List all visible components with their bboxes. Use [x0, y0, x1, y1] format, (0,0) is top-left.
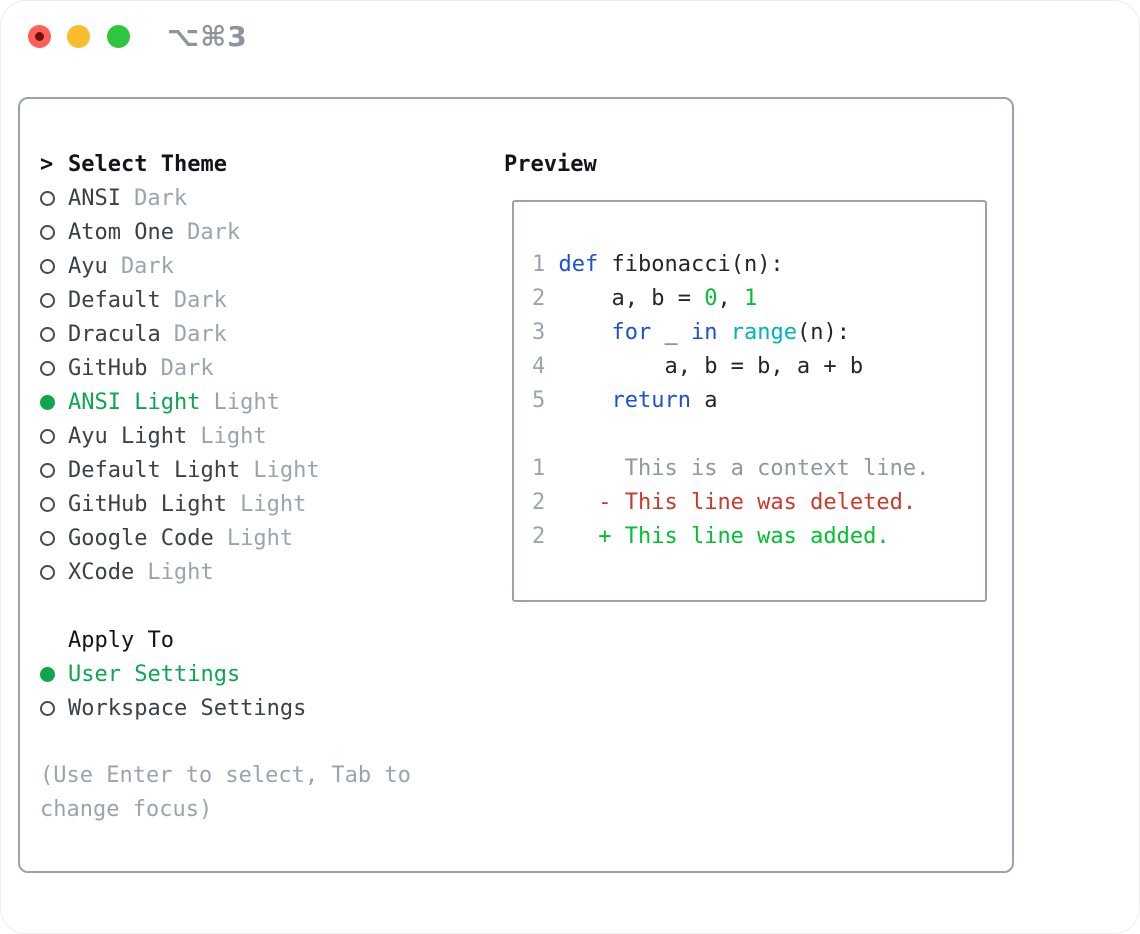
close-dot-icon: [35, 32, 44, 41]
radio-icon: [40, 496, 55, 512]
radio-icon: [40, 530, 55, 546]
code-line: 4 a, b = b, a + b: [532, 354, 864, 379]
theme-option[interactable]: Dracula Dark: [40, 317, 488, 351]
code-line: 5 return a: [532, 388, 718, 413]
code-sample: 1 def fibonacci(n): 2 a, b = 0, 1 3 for _ …: [532, 248, 967, 554]
theme-option-label: ANSI: [68, 185, 121, 211]
theme-option-label: Default: [68, 287, 161, 313]
theme-option[interactable]: GitHub Light Light: [40, 487, 488, 521]
theme-option[interactable]: Atom One Dark: [40, 215, 488, 249]
theme-option[interactable]: Ayu Dark: [40, 249, 488, 283]
code-line: 2 + This line was added.: [532, 524, 890, 549]
select-theme-header-row: > Select Theme: [40, 147, 488, 181]
theme-option-label: XCode: [68, 559, 135, 585]
theme-option-variant: Dark: [187, 219, 241, 245]
apply-to-header: Apply To: [68, 627, 174, 653]
main-panel: > Select Theme ANSI Dark Atom One Dark A…: [18, 97, 1014, 873]
select-theme-header: Select Theme: [68, 151, 227, 177]
theme-option-variant: Dark: [173, 321, 227, 347]
theme-selector: > Select Theme ANSI Dark Atom One Dark A…: [40, 147, 488, 827]
theme-option-label: ANSI Light: [68, 389, 201, 415]
theme-option-label: Ayu: [68, 253, 108, 279]
theme-option-variant: Light: [240, 491, 307, 517]
theme-option-variant: Dark: [134, 185, 188, 211]
theme-option-variant: Dark: [120, 253, 174, 279]
theme-option[interactable]: Ayu Light Light: [40, 419, 488, 453]
radio-icon: [40, 666, 55, 682]
code-line: 2 - This line was deleted.: [532, 490, 917, 515]
window-title: ⌥⌘3: [167, 20, 248, 53]
radio-icon: [40, 564, 55, 580]
radio-icon: [40, 394, 55, 410]
help-text: (Use Enter to select, Tab to change focu…: [40, 763, 411, 822]
preview-header-row: Preview: [504, 147, 987, 181]
radio-icon: [40, 292, 55, 308]
theme-option-label: Default Light: [68, 457, 241, 483]
theme-option-variant: Dark: [160, 355, 214, 381]
code-line: [532, 418, 967, 452]
radio-icon: [40, 224, 55, 240]
radio-icon: [40, 190, 55, 206]
apply-to-option[interactable]: User Settings: [40, 657, 488, 691]
code-line: 2 a, b = 0, 1: [532, 286, 758, 311]
radio-icon: [40, 326, 55, 342]
preview-box: 1 def fibonacci(n): 2 a, b = 0, 1 3 for _ …: [512, 200, 987, 602]
theme-option-label: Google Code: [68, 525, 214, 551]
preview-section: Preview 1 def fibonacci(n): 2 a, b = 0, 1…: [504, 147, 987, 602]
theme-option-label: GitHub Light: [68, 491, 227, 517]
close-button[interactable]: [28, 25, 51, 48]
theme-option-label: Atom One: [68, 219, 174, 245]
radio-icon: [40, 428, 55, 444]
code-line: 3 for _ in range(n):: [532, 320, 850, 345]
minimize-button[interactable]: [67, 25, 90, 48]
code-line: 1 def fibonacci(n):: [532, 252, 784, 277]
spacer: [40, 589, 488, 623]
apply-to-option-label: User Settings: [68, 661, 241, 687]
radio-icon: [40, 258, 55, 274]
maximize-button[interactable]: [107, 25, 130, 48]
apply-to-option[interactable]: Workspace Settings: [40, 691, 488, 725]
theme-option-label: Ayu Light: [68, 423, 188, 449]
theme-option-variant: Light: [253, 457, 320, 483]
radio-icon: [40, 462, 55, 478]
apply-to-list: User Settings Workspace Settings: [40, 657, 488, 725]
theme-option-variant: Light: [213, 389, 280, 415]
radio-icon: [40, 360, 55, 376]
apply-to-option-label: Workspace Settings: [68, 695, 307, 721]
theme-list: ANSI Dark Atom One Dark Ayu Dark Default…: [40, 181, 488, 589]
theme-option[interactable]: Google Code Light: [40, 521, 488, 555]
theme-option-variant: Light: [226, 525, 294, 551]
theme-option[interactable]: Default Dark: [40, 283, 488, 317]
theme-option-label: Dracula: [68, 321, 161, 347]
theme-option[interactable]: Default Light Light: [40, 453, 488, 487]
theme-option[interactable]: ANSI Light Light: [40, 385, 488, 419]
theme-option-label: GitHub: [68, 355, 148, 381]
theme-option-variant: Light: [147, 559, 214, 585]
theme-option[interactable]: ANSI Dark: [40, 181, 488, 215]
cursor-indicator: >: [40, 151, 54, 177]
theme-option[interactable]: XCode Light: [40, 555, 488, 589]
radio-icon: [40, 700, 55, 716]
preview-header: Preview: [504, 151, 597, 177]
theme-option-variant: Dark: [173, 287, 227, 313]
apply-to-header-row: Apply To: [40, 623, 488, 657]
titlebar: ⌥⌘3: [0, 0, 1140, 72]
theme-option[interactable]: GitHub Dark: [40, 351, 488, 385]
theme-option-variant: Light: [200, 423, 267, 449]
code-line: 1 This is a context line.: [532, 456, 930, 481]
